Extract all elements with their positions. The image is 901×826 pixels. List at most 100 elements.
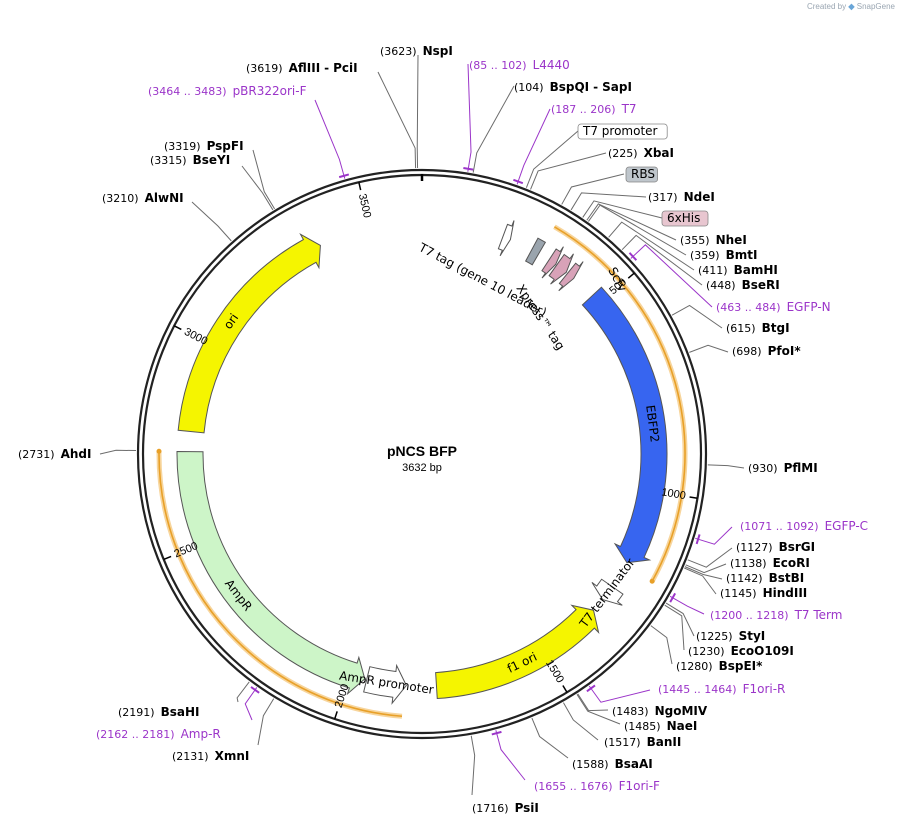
site-name: BstBI xyxy=(769,571,805,585)
leader-naei xyxy=(576,694,621,725)
site-name: pBR322ori-F xyxy=(233,84,307,98)
site-amp-r[interactable]: (2162 .. 2181)Amp-R xyxy=(96,727,221,741)
site-bspei[interactable]: (1280)BspEI* xyxy=(676,659,763,673)
site-f1ori-f[interactable]: (1655 .. 1676)F1ori-F xyxy=(534,779,660,793)
leader-ndei xyxy=(570,192,647,211)
site-bstbi[interactable]: (1142)BstBI xyxy=(726,571,804,585)
site-pspfi[interactable]: (3319)PspFI xyxy=(164,139,244,153)
leader-rbs xyxy=(561,173,625,205)
site-pos: (2162 .. 2181) xyxy=(96,728,175,741)
feature-t7-tag-arrow[interactable] xyxy=(548,253,574,285)
site-leaders xyxy=(99,54,745,796)
feature-label-ebfp2: EBFP2 xyxy=(643,404,662,443)
site-l4440[interactable]: (85 .. 102)L4440 xyxy=(469,58,570,72)
site-ahdi[interactable]: (2731)AhdI xyxy=(18,447,91,461)
feature-ampr-promoter[interactable] xyxy=(363,663,407,705)
site-text: (225)XbaI xyxy=(608,146,674,160)
site-pos: (2131) xyxy=(172,750,209,763)
leader-t7-promoter xyxy=(525,130,579,188)
site-pos: (698) xyxy=(732,345,762,358)
site-extra: * xyxy=(756,659,763,673)
feature-t7-promoter-arrow[interactable] xyxy=(497,220,515,257)
site-pos: (1716) xyxy=(472,802,509,815)
site-egfp-c[interactable]: (1071 .. 1092)EGFP-C xyxy=(740,519,868,533)
site-pos: (1127) xyxy=(736,541,773,554)
site-ngomiv[interactable]: (1483)NgoMIV xyxy=(612,704,708,718)
site-t7-promoter[interactable]: T7 promoter xyxy=(577,123,668,140)
site-ndei[interactable]: (317)NdeI xyxy=(648,190,715,204)
site-name: PflMI xyxy=(784,461,818,475)
site-pos: (104) xyxy=(514,81,544,94)
site-sep: - xyxy=(593,80,598,94)
site-pflmi[interactable]: (930)PflMI xyxy=(748,461,818,475)
site-name: BmtI xyxy=(726,248,758,262)
site-aflIII-pcii[interactable]: (3619)AflIII-PciI xyxy=(246,61,358,75)
feature-ori[interactable] xyxy=(177,233,321,434)
site-text: (1280)BspEI* xyxy=(676,659,763,673)
site-xbai[interactable]: (225)XbaI xyxy=(608,146,674,160)
site-6xhis[interactable]: 6xHis xyxy=(661,210,709,227)
site-name: NdeI xyxy=(684,190,715,204)
leader-ecori xyxy=(685,563,727,574)
site-t7-term[interactable]: (1200 .. 1218)T7 Term xyxy=(710,608,842,622)
leader-egfp-n xyxy=(630,244,713,308)
feature-ampr[interactable] xyxy=(176,450,366,696)
site-pos: (3319) xyxy=(164,140,201,153)
site-name: EcoRI xyxy=(773,556,810,570)
site-bsrgi[interactable]: (1127)BsrGI xyxy=(736,540,815,554)
site-nspi[interactable]: (3623)NspI xyxy=(380,44,453,58)
primer-mark-t7 xyxy=(513,178,524,185)
site-bsaai[interactable]: (1588)BsaAI xyxy=(572,757,653,771)
site-alwni[interactable]: (3210)AlwNI xyxy=(102,191,184,205)
site-btgi[interactable]: (615)BtgI xyxy=(726,321,790,335)
site-name: AlwNI xyxy=(145,191,184,205)
site-pos: (359) xyxy=(690,249,720,262)
site-pbr322ori-f[interactable]: (3464 .. 3483)pBR322ori-F xyxy=(148,84,307,98)
site-banii[interactable]: (1517)BanII xyxy=(604,735,681,749)
feature-rbs-box[interactable] xyxy=(524,237,547,266)
site-pos: (3623) xyxy=(380,45,417,58)
site-bspqi-sapi[interactable]: (104)BspQI-SapI xyxy=(514,80,632,94)
site-bsahi[interactable]: (2191)BsaHI xyxy=(118,705,199,719)
feature-ebfp2[interactable] xyxy=(581,286,668,564)
site-psii[interactable]: (1716)PsiI xyxy=(472,801,539,815)
site-text: (3623)NspI xyxy=(380,44,453,58)
site-naei[interactable]: (1485)NaeI xyxy=(624,719,697,733)
site-bmti[interactable]: (359) BmtI xyxy=(690,248,757,262)
site-ecoo109i[interactable]: (1230)EcoO109I xyxy=(688,644,794,658)
feature-box-label: 6xHis xyxy=(667,211,700,225)
site-rbs[interactable]: RBS xyxy=(625,166,659,183)
site-egfp-n[interactable]: (463 .. 484)EGFP-N xyxy=(716,300,831,314)
site-nhei[interactable]: (355)NheI xyxy=(680,233,747,247)
feature-xpress-arrow[interactable] xyxy=(558,261,584,292)
site-ecori[interactable]: (1138)EcoRI xyxy=(730,556,810,570)
leader-bsrgi xyxy=(687,547,733,568)
site-pos: (3619) xyxy=(246,62,283,75)
site-xmni[interactable]: (2131)XmnI xyxy=(172,749,249,763)
site-name: BspQI xyxy=(550,80,590,94)
feature-6xhis-arrow[interactable] xyxy=(541,246,564,279)
snapgene-logo-icon: ◆ xyxy=(848,2,855,11)
site-hindiii[interactable]: (1145)HindIII xyxy=(720,586,807,600)
site-f1ori-r[interactable]: (1445 .. 1464)F1ori-R xyxy=(658,682,785,696)
site-pos: (187 .. 206) xyxy=(551,103,616,116)
site-text: (317)NdeI xyxy=(648,190,715,204)
site-text: (1483)NgoMIV xyxy=(612,704,708,718)
site-bamhi[interactable]: (411)BamHI xyxy=(698,263,778,277)
feature-t7-terminator[interactable] xyxy=(591,578,624,606)
leader-bstbi xyxy=(684,566,723,580)
site-pfoi[interactable]: (698)PfoI* xyxy=(732,344,801,358)
orf-scfv xyxy=(553,224,688,584)
site-text: (1445 .. 1464)F1ori-R xyxy=(658,682,785,696)
tick-mark xyxy=(689,496,698,499)
site-t7[interactable]: (187 .. 206)T7 xyxy=(551,102,637,116)
site-styi[interactable]: (1225)StyI xyxy=(696,629,765,643)
site-text: (1655 .. 1676)F1ori-F xyxy=(534,779,660,793)
site-pos: (1517) xyxy=(604,736,641,749)
site-bseri[interactable]: (448)BseRI xyxy=(706,278,780,292)
feature-f1-ori[interactable] xyxy=(435,604,600,700)
site-text: (1517)BanII xyxy=(604,735,681,749)
backbone-outer xyxy=(136,168,708,740)
site-bseyi[interactable]: (3315)BseYI xyxy=(150,153,230,167)
